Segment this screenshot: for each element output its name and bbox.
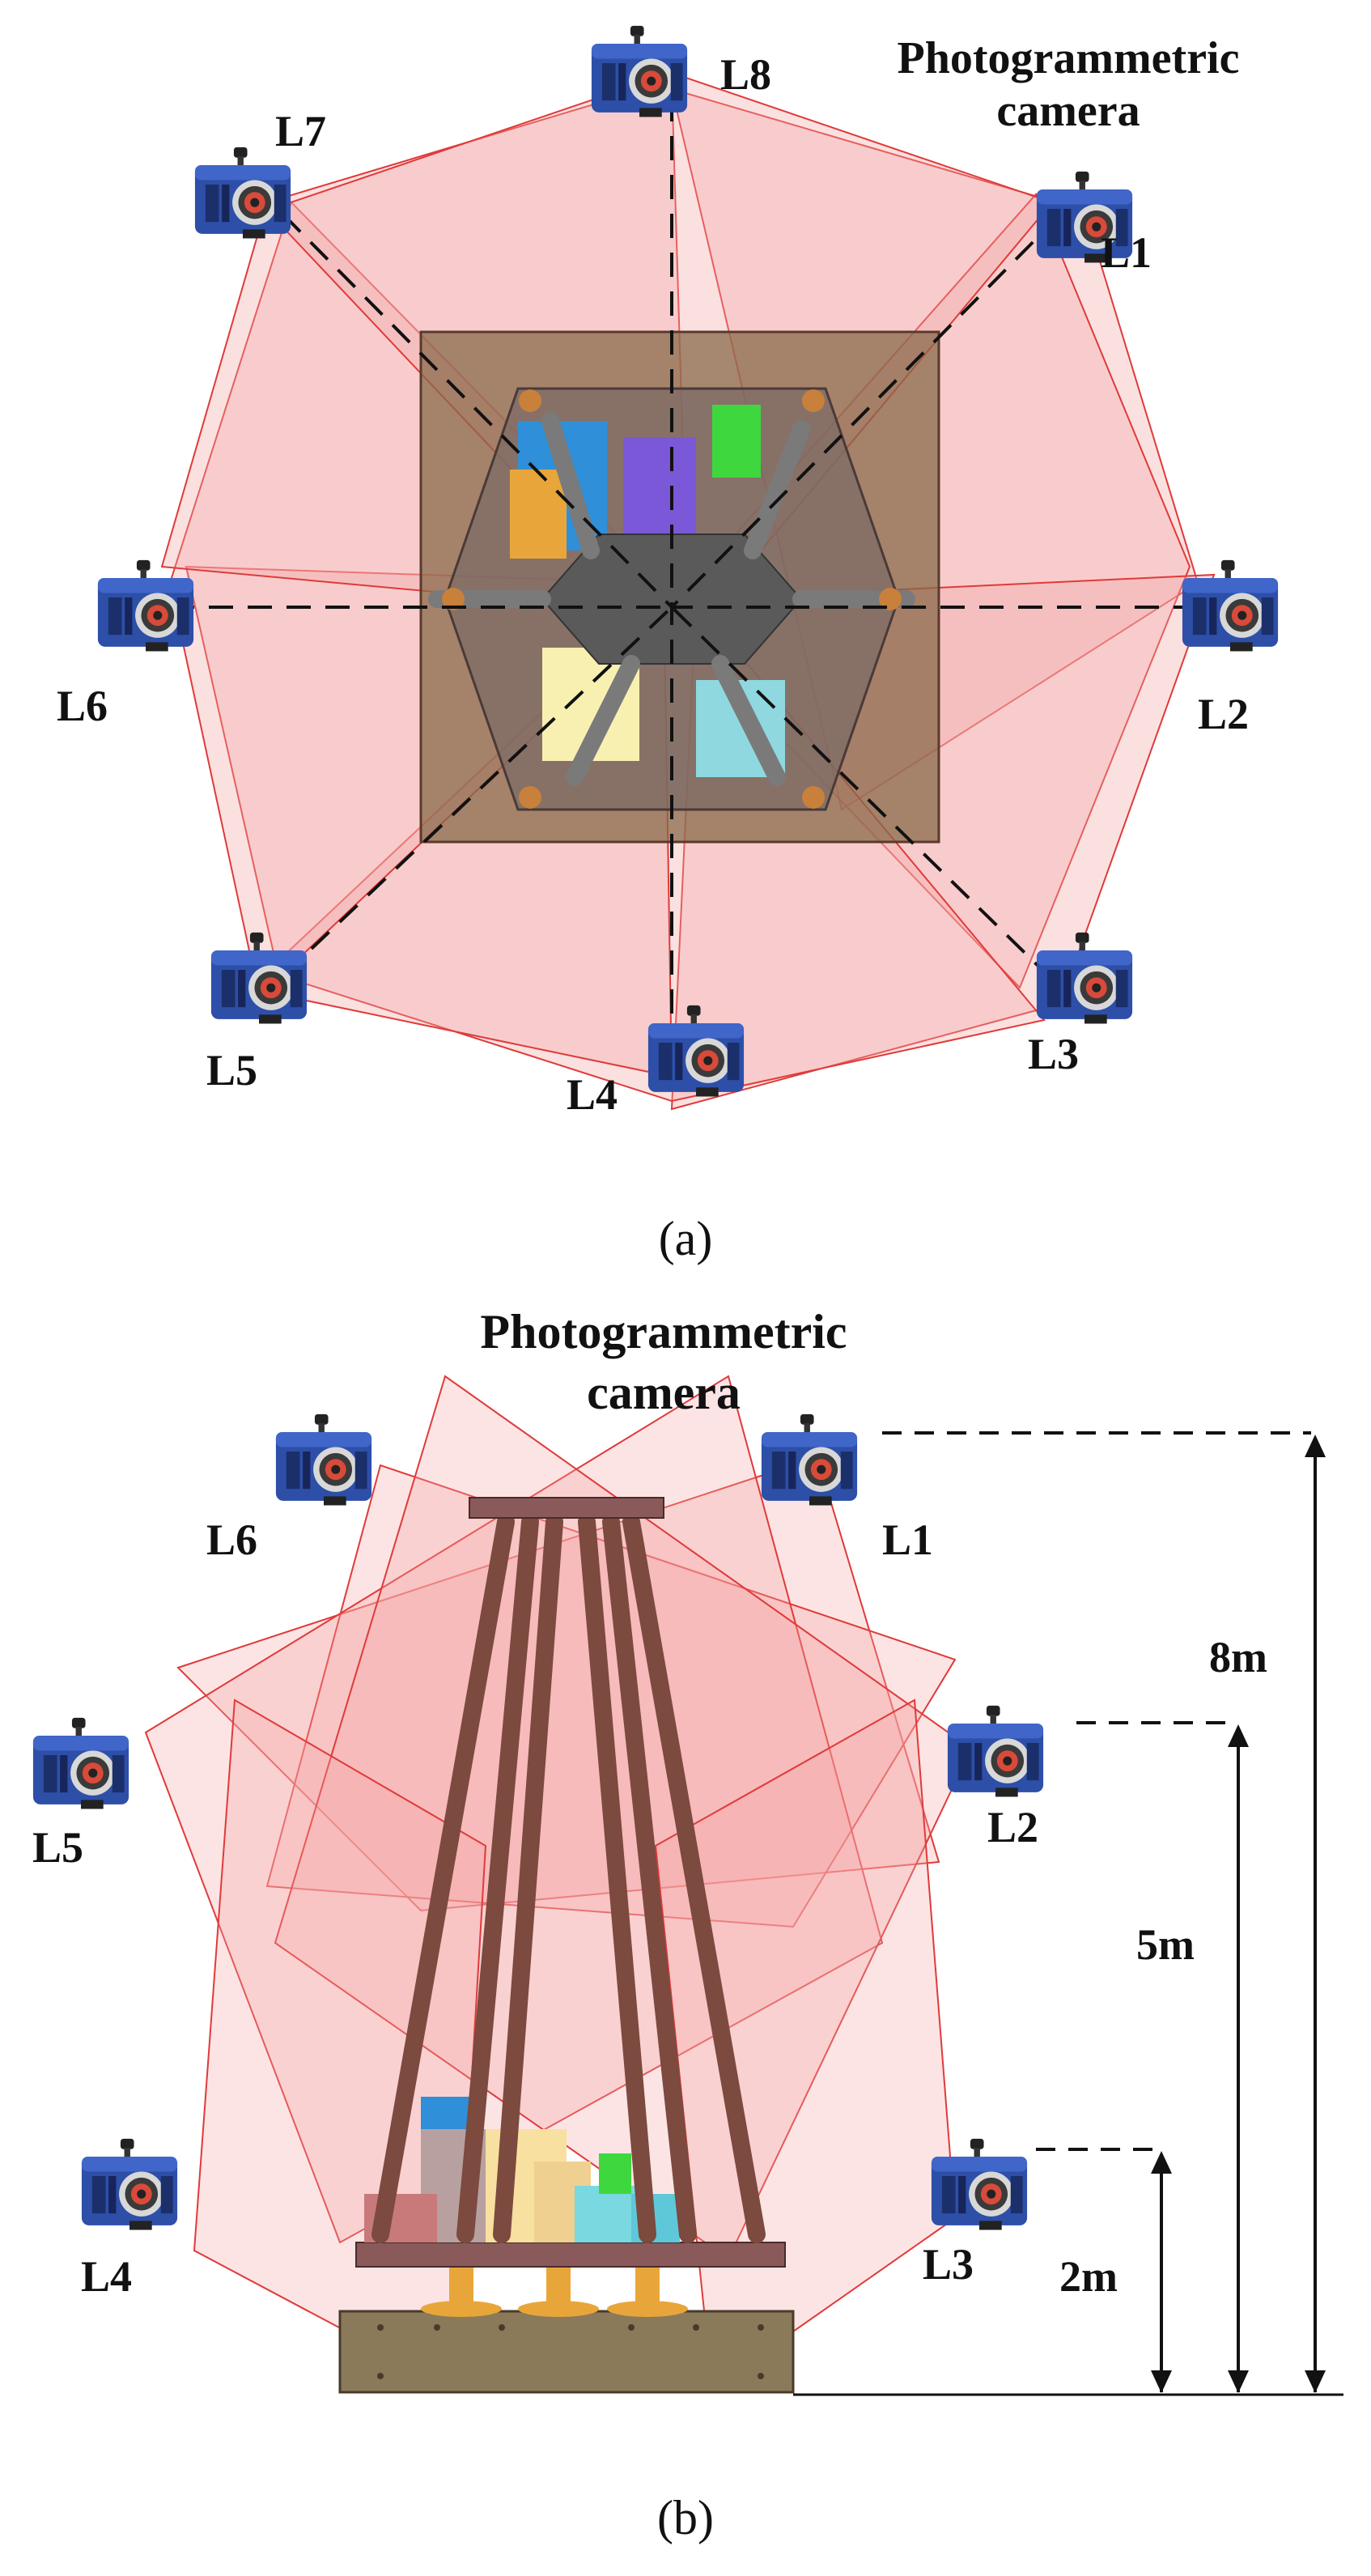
camera-label-a-l2: L2 [1198,690,1249,738]
camera-label-b-l1: L1 [882,1515,933,1564]
camera-title-a-line1: Photogrammetric [898,33,1240,83]
hexapod-struts [371,1513,766,2243]
photogrammetric-camera-icon [81,2138,178,2230]
height-label-5m: 5m [1136,1920,1195,1969]
support-feet [421,2267,688,2317]
camera-label-a-l6: L6 [57,682,108,730]
height-dimensions [882,1431,1317,2392]
height-label-8m: 8m [1209,1633,1267,1681]
camera-label-a-l7: L7 [275,107,326,155]
panel-b-side-view: L1 L2 L3 L4 L5 L6 Photogrammetric camera… [32,1305,1343,2544]
camera-label-a-l5: L5 [206,1046,257,1095]
camera-label-b-l2: L2 [987,1803,1038,1851]
photogrammetric-camera-icon [32,1717,129,1809]
panel-a-top-view: L1 L2 L3 L4 L5 L6 L7 L8 Photogrammetric … [57,25,1279,1265]
fov-regions-b [144,1375,973,2390]
camera-label-a-l1: L1 [1101,228,1152,277]
photogrammetric-camera-icon [1182,559,1279,652]
upper-platform [469,1497,664,1519]
ground-base-block [338,2310,795,2394]
camera-label-a-l8: L8 [720,50,771,99]
camera-label-a-l3: L3 [1028,1030,1079,1078]
lower-platform [355,2242,786,2268]
caption-b: (b) [657,2491,714,2544]
camera-label-a-l4: L4 [567,1070,618,1119]
photogrammetric-camera-icon [275,1413,372,1506]
photogrammetric-camera-icon [591,25,688,117]
caption-a: (a) [659,1212,713,1265]
photogrammetric-camera-icon [947,1705,1044,1797]
camera-label-b-l3: L3 [923,2240,974,2289]
camera-label-b-l4: L4 [81,2252,132,2301]
camera-label-b-l6: L6 [206,1515,257,1564]
camera-label-b-l5: L5 [32,1823,83,1872]
camera-title-b-line1: Photogrammetric [480,1305,847,1358]
photogrammetric-camera-icon [761,1413,858,1506]
sight-lines-a [170,97,1198,1052]
camera-title-b-line2: camera [587,1366,741,1419]
height-label-2m: 2m [1059,2252,1118,2301]
camera-title-a-line2: camera [996,86,1140,136]
photogrammetric-camera-icon [194,147,291,239]
